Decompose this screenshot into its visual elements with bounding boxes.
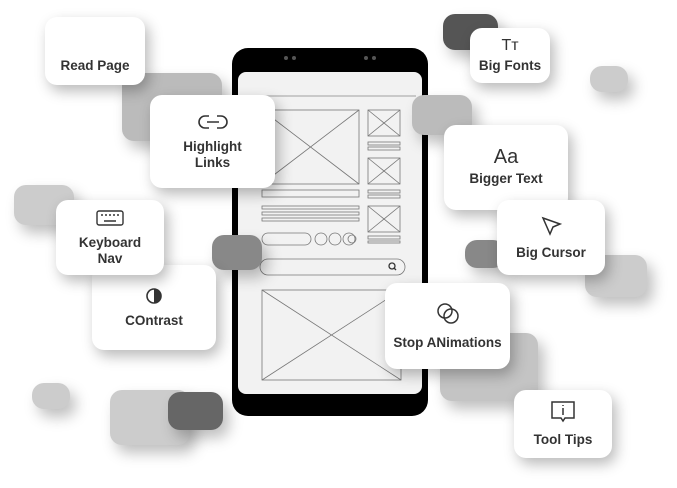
decor-block (590, 66, 628, 92)
font-icon: Aa (493, 145, 519, 168)
big-fonts-card[interactable]: Tт Big Fonts (470, 28, 550, 83)
card-label: Big Fonts (478, 57, 542, 73)
read-page-card[interactable]: Read Page (45, 17, 145, 85)
contrast-icon (146, 287, 162, 304)
stop-animations-card[interactable]: Stop ANimations (385, 283, 510, 369)
card-label: Read Page (60, 58, 130, 73)
camera-dot (372, 56, 376, 60)
link-icon (197, 114, 228, 129)
camera-dot (364, 56, 368, 60)
decor-block (32, 383, 70, 409)
info-bubble-icon (551, 401, 575, 423)
bigger-text-card[interactable]: Aa Bigger Text (444, 125, 568, 210)
overlap-circles-icon (436, 303, 459, 324)
keyboard-icon (96, 209, 124, 226)
decor-block (168, 392, 223, 430)
cursor-icon (541, 216, 562, 236)
wireframe (258, 95, 416, 381)
camera-dot (284, 56, 288, 60)
card-label: COntrast (125, 312, 183, 328)
keyboard-nav-card[interactable]: Keyboard Nav (56, 200, 164, 275)
card-label: Highlight Links (183, 138, 242, 170)
card-label: Bigger Text (469, 170, 543, 186)
contrast-card[interactable]: COntrast (92, 265, 216, 350)
card-label: Big Cursor (516, 244, 586, 260)
tool-tips-card[interactable]: Tool Tips (514, 390, 612, 458)
card-label: Keyboard Nav (78, 234, 142, 266)
card-label: Stop ANimations (393, 335, 502, 350)
camera-dot (292, 56, 296, 60)
text-size-icon: Tт (501, 36, 519, 54)
decor-block (212, 235, 262, 270)
big-cursor-card[interactable]: Big Cursor (497, 200, 605, 275)
highlight-links-card[interactable]: Highlight Links (150, 95, 275, 188)
card-label: Tool Tips (533, 432, 593, 447)
